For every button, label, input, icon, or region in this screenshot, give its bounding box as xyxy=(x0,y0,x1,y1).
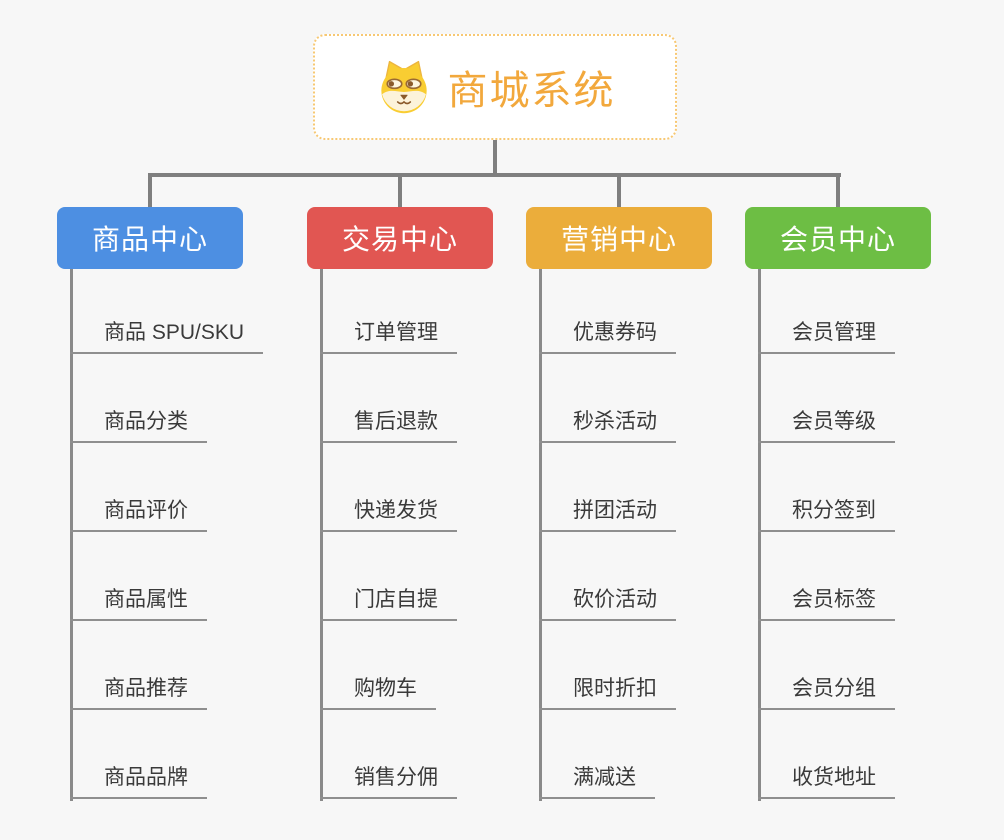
subtopic-node[interactable]: 门店自提 xyxy=(320,583,457,621)
subtopic-node[interactable]: 销售分佣 xyxy=(320,761,457,799)
subtopic-node[interactable]: 会员标签 xyxy=(758,583,895,621)
subtopic-node[interactable]: 会员分组 xyxy=(758,672,895,710)
branch-node-trade-center[interactable]: 交易中心 xyxy=(307,207,493,269)
subtopic-node[interactable]: 会员等级 xyxy=(758,405,895,443)
branch-label: 交易中心 xyxy=(341,224,458,255)
subtopic-node[interactable]: 商品 SPU/SKU xyxy=(70,316,264,354)
connector-drop-line xyxy=(836,173,840,211)
branch-column-member-center: 会员中心 会员管理 会员等级 积分签到 会员标签 会员分组 收货地址 xyxy=(745,0,995,840)
connector-drop-line xyxy=(398,173,402,211)
subtopic-node[interactable]: 优惠券码 xyxy=(539,316,676,354)
branch-column-product-center: 商品中心 商品 SPU/SKU 商品分类 商品评价 商品属性 商品推荐 商品品牌 xyxy=(57,0,307,840)
connector-horizontal-line xyxy=(149,173,841,177)
subtopic-node[interactable]: 拼团活动 xyxy=(539,494,676,532)
shiba-dog-icon xyxy=(380,60,427,114)
branch-child-line xyxy=(70,269,73,801)
branch-column-marketing-center: 营销中心 优惠券码 秒杀活动 拼团活动 砍价活动 限时折扣 满减送 xyxy=(526,0,776,840)
subtopic-node[interactable]: 会员管理 xyxy=(758,316,895,354)
branch-label: 商品中心 xyxy=(91,224,208,255)
subtopic-node[interactable]: 商品分类 xyxy=(70,405,207,443)
subtopic-node[interactable]: 砍价活动 xyxy=(539,583,676,621)
connector-root-stem xyxy=(493,140,497,176)
subtopic-node[interactable]: 收货地址 xyxy=(758,761,895,799)
branch-label: 营销中心 xyxy=(560,224,677,255)
subtopic-node[interactable]: 售后退款 xyxy=(320,405,457,443)
subtopic-node[interactable]: 积分签到 xyxy=(758,494,895,532)
subtopic-node[interactable]: 满减送 xyxy=(539,761,655,799)
subtopic-node[interactable]: 订单管理 xyxy=(320,316,457,354)
subtopic-node[interactable]: 商品属性 xyxy=(70,583,207,621)
branch-child-line xyxy=(539,269,542,801)
subtopic-node[interactable]: 快递发货 xyxy=(320,494,457,532)
connector-drop-line xyxy=(148,173,152,211)
subtopic-node[interactable]: 商品评价 xyxy=(70,494,207,532)
branch-child-line xyxy=(320,269,323,801)
subtopic-node[interactable]: 秒杀活动 xyxy=(539,405,676,443)
subtopic-node[interactable]: 商品品牌 xyxy=(70,761,207,799)
subtopic-node[interactable]: 限时折扣 xyxy=(539,672,676,710)
branch-child-line xyxy=(758,269,761,801)
root-node-mall-system[interactable]: 商城系统 xyxy=(313,34,677,140)
branch-column-trade-center: 交易中心 订单管理 售后退款 快递发货 门店自提 购物车 销售分佣 xyxy=(307,0,557,840)
branch-node-marketing-center[interactable]: 营销中心 xyxy=(526,207,712,269)
branch-node-member-center[interactable]: 会员中心 xyxy=(745,207,931,269)
branch-node-product-center[interactable]: 商品中心 xyxy=(57,207,243,269)
subtopic-node[interactable]: 商品推荐 xyxy=(70,672,207,710)
connector-drop-line xyxy=(617,173,621,211)
branch-label: 会员中心 xyxy=(779,224,896,255)
subtopic-node[interactable]: 购物车 xyxy=(320,672,436,710)
root-node-title: 商城系统 xyxy=(447,69,616,113)
